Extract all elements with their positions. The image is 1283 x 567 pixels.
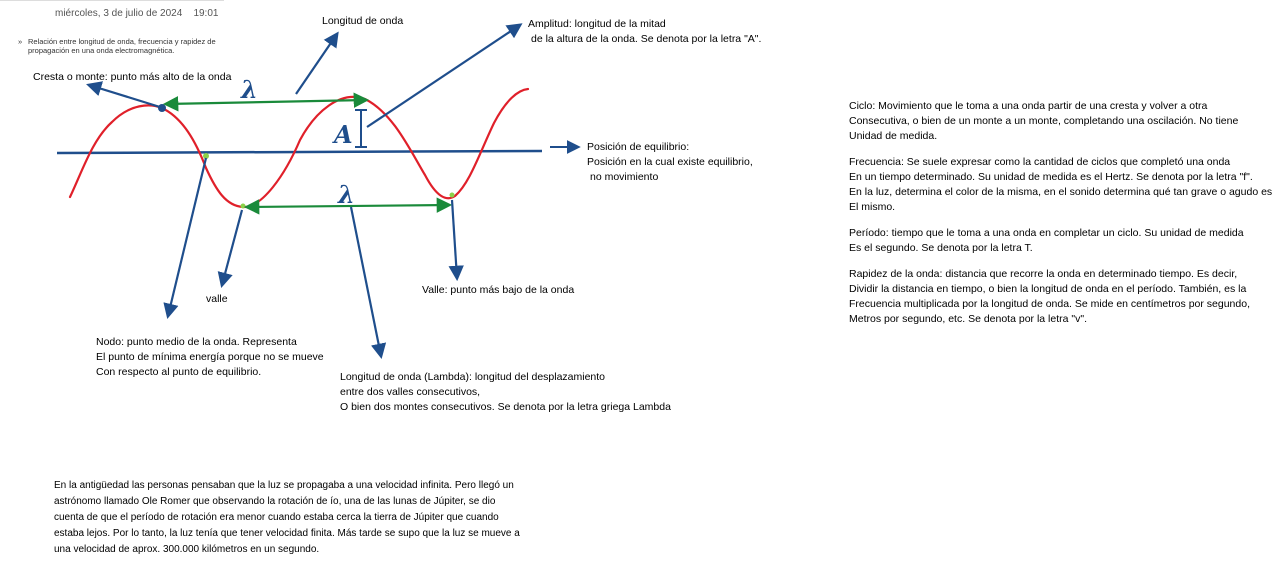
label-nodo: Nodo: punto medio de la onda. Representa… <box>96 335 324 380</box>
label-lambda-line-3: O bien dos montes consecutivos. Se denot… <box>340 401 671 413</box>
label-amplitud: Amplitud: longitud de la mitad de la alt… <box>528 17 761 47</box>
definition-ciclo: Ciclo: Movimiento que le toma a una onda… <box>849 99 1238 144</box>
definition-frecuencia-line-2: En un tiempo determinado. Su unidad de m… <box>849 171 1253 183</box>
note-timestamp: miércoles, 3 de julio de 2024 19:01 <box>55 6 218 21</box>
crest-point <box>158 104 166 112</box>
equilibrium-axis <box>56 149 543 155</box>
label-nodo-line-2: El punto de mínima energía porque no se … <box>96 351 324 363</box>
label-nodo-line-1: Nodo: punto medio de la onda. Representa <box>96 336 297 348</box>
definition-ciclo-line-3: Unidad de medida. <box>849 130 938 142</box>
label-valle-short: valle <box>206 293 228 305</box>
arrow-to-crest-label <box>86 81 161 109</box>
arrow-to-lambda-definition <box>349 206 387 360</box>
definition-frecuencia-line-3: En la luz, determina el color de la mism… <box>849 186 1273 198</box>
definition-rapidez-line-1: Rapidez de la onda: distancia que recorr… <box>849 268 1238 280</box>
trough-point-left <box>240 203 246 209</box>
label-amplitud-line-2: de la altura de la onda. Se denota por l… <box>531 33 762 45</box>
history-line-5: una velocidad de aprox. 300.000 kilómetr… <box>54 544 320 555</box>
label-longitud-de-onda: Longitud de onda <box>322 15 404 27</box>
label-posicion-equilibrio: Posición de equilibrio: Posición en la c… <box>587 140 753 185</box>
label-equilibrio-line-2: Posición en la cual existe equilibrio, <box>587 156 753 168</box>
label-nodo-line-3: Con respecto al punto de equilibrio. <box>96 366 262 378</box>
history-line-3: cuenta de que el período de rotación era… <box>54 512 499 523</box>
definition-ciclo-line-2: Consecutiva, o bien de un monte a un mon… <box>849 115 1239 127</box>
caption-text: Relación entre longitud de onda, frecuen… <box>28 37 216 55</box>
node-point <box>203 153 209 159</box>
arrow-to-valle-short-label <box>217 209 244 288</box>
trough-point-right <box>449 192 455 198</box>
history-line-1: En la antigüedad las personas pensaban q… <box>54 480 514 491</box>
label-cresta: Cresta o monte: punto más alto de la ond… <box>33 71 232 83</box>
definition-rapidez-line-4: Metros por segundo, etc. Se denota por l… <box>849 313 1088 325</box>
label-amplitud-line-1: Amplitud: longitud de la mitad <box>528 18 666 30</box>
figure-caption: » Relación entre longitud de onda, frecu… <box>18 37 258 57</box>
lambda-trough-measure <box>243 197 453 215</box>
caption-bullet: » <box>18 37 23 46</box>
definition-periodo-line-1: Período: tiempo que le toma a una onda e… <box>849 227 1244 239</box>
lambda-symbol-top: λ <box>240 75 258 104</box>
label-valle: Valle: punto más bajo de la onda <box>422 284 575 296</box>
history-line-2: astrónomo llamado Ole Romer que observan… <box>54 496 496 507</box>
arrow-to-wavelength-label <box>295 31 339 95</box>
note-date: miércoles, 3 de julio de 2024 <box>55 8 183 19</box>
definition-rapidez-line-3: Frecuencia multiplicada por la longitud … <box>849 298 1250 310</box>
arrow-to-node-label <box>163 157 208 319</box>
lambda-crest-measure <box>162 92 370 112</box>
definition-ciclo-line-1: Ciclo: Movimiento que le toma a una onda… <box>849 100 1208 112</box>
definition-frecuencia-line-1: Frecuencia: Se suele expresar como la ca… <box>849 156 1231 168</box>
arrow-to-amplitude-label <box>366 23 523 128</box>
note-time: 19:01 <box>193 8 219 19</box>
wave-curve <box>68 87 530 209</box>
arrow-to-valle-label <box>448 199 464 282</box>
definition-periodo: Período: tiempo que le toma a una onda e… <box>849 226 1244 256</box>
label-lambda-definition: Longitud de onda (Lambda): longitud del … <box>340 370 671 415</box>
definition-frecuencia: Frecuencia: Se suele expresar como la ca… <box>849 155 1272 215</box>
definition-periodo-line-2: Es el segundo. Se denota por la letra T. <box>849 242 1033 254</box>
caption-line-2: propagación en una onda electromagnética… <box>28 46 175 55</box>
header-rule <box>0 0 224 1</box>
history-paragraph: En la antigüedad las personas pensaban q… <box>54 478 520 558</box>
definition-frecuencia-line-4: El mismo. <box>849 201 896 213</box>
caption-line-1: Relación entre longitud de onda, frecuen… <box>28 37 216 46</box>
history-line-4: estaba lejos. Por lo tanto, la luz tenía… <box>54 528 520 539</box>
label-equilibrio-line-1: Posición de equilibrio: <box>587 141 690 153</box>
amplitude-symbol: A <box>332 120 353 149</box>
amplitude-bracket <box>355 109 367 148</box>
label-equilibrio-line-3: no movimiento <box>590 171 659 183</box>
label-lambda-line-2: entre dos valles consecutivos, <box>340 386 481 398</box>
definition-rapidez: Rapidez de la onda: distancia que recorr… <box>849 267 1250 327</box>
label-lambda-line-1: Longitud de onda (Lambda): longitud del … <box>340 371 606 383</box>
definition-rapidez-line-2: Dividir la distancia en tiempo, o bien l… <box>849 283 1247 295</box>
lambda-symbol-bottom: λ <box>337 180 355 209</box>
